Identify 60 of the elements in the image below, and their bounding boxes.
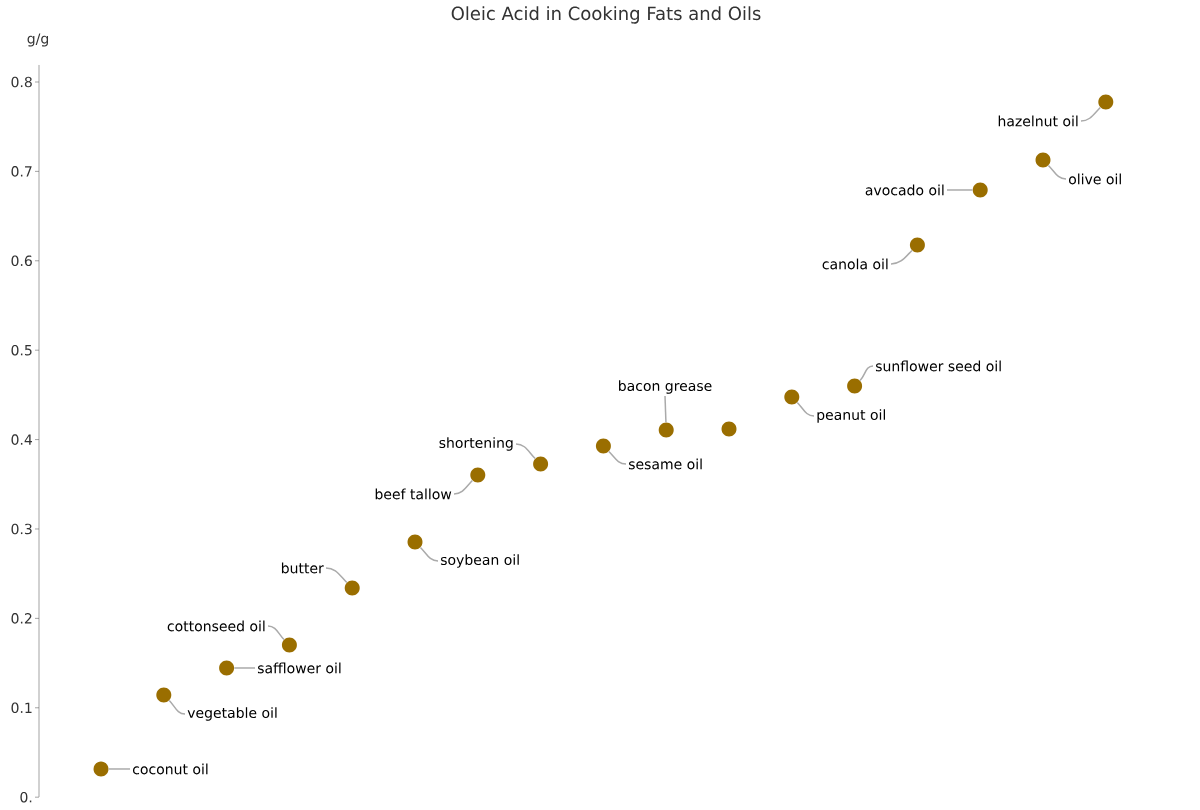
leader-line bbox=[859, 365, 874, 382]
point-label: avocado oil bbox=[865, 184, 944, 196]
data-point bbox=[533, 456, 549, 472]
point-label: sunflower seed oil bbox=[875, 360, 1001, 372]
point-label: vegetable oil bbox=[187, 707, 277, 721]
point-label: beef tallow bbox=[375, 488, 452, 500]
data-point bbox=[156, 687, 172, 703]
leader-line bbox=[946, 189, 974, 191]
data-point bbox=[1098, 94, 1114, 110]
point-label: hazelnut oil bbox=[998, 115, 1078, 127]
point-label: safflower oil bbox=[257, 662, 341, 674]
leader-line bbox=[419, 546, 439, 562]
tick-label: 0. bbox=[20, 791, 32, 803]
leader-line bbox=[664, 395, 667, 424]
leader-line bbox=[233, 667, 256, 669]
point-label: butter bbox=[281, 562, 324, 574]
data-point bbox=[281, 637, 297, 653]
tick-label: 0.6 bbox=[11, 255, 32, 267]
point-label: sesame oil bbox=[628, 458, 702, 470]
data-point bbox=[344, 580, 360, 596]
leader-line bbox=[608, 450, 627, 465]
data-point bbox=[909, 237, 925, 253]
tick-label: 0.4 bbox=[11, 434, 32, 445]
data-point bbox=[847, 378, 863, 394]
data-point bbox=[93, 761, 109, 777]
point-label: olive oil bbox=[1068, 173, 1121, 185]
leader-line bbox=[796, 401, 815, 417]
leader-line bbox=[1047, 164, 1067, 180]
axis-label: g/g bbox=[27, 33, 48, 47]
point-label: cottonseed oil bbox=[167, 620, 265, 632]
data-point bbox=[721, 421, 737, 437]
point-label: canola oil bbox=[822, 258, 888, 270]
tick-label: 0.5 bbox=[11, 344, 32, 356]
data-point bbox=[595, 438, 611, 454]
tick-label: 0.1 bbox=[11, 702, 32, 714]
leader-line bbox=[453, 479, 474, 495]
point-label: shortening bbox=[439, 437, 513, 451]
tick-label: 0.2 bbox=[11, 613, 32, 624]
tick-label: 0.7 bbox=[11, 166, 32, 177]
data-point bbox=[658, 422, 674, 438]
point-label: coconut oil bbox=[133, 763, 208, 775]
data-point bbox=[1035, 152, 1051, 168]
leader-line bbox=[267, 625, 285, 641]
tick-label: 0.8 bbox=[11, 76, 32, 88]
leader-line bbox=[107, 768, 131, 770]
point-label: bacon grease bbox=[619, 380, 712, 394]
tick-label: 0.3 bbox=[11, 523, 32, 535]
data-point bbox=[470, 467, 486, 483]
leader-line bbox=[325, 567, 348, 584]
data-point bbox=[219, 660, 235, 676]
data-point bbox=[784, 389, 800, 405]
chart-title: Oleic Acid in Cooking Fats and Oils bbox=[451, 6, 761, 24]
data-point bbox=[407, 534, 423, 550]
point-label: soybean oil bbox=[440, 554, 519, 568]
leader-line bbox=[890, 249, 913, 265]
leader-line bbox=[1080, 106, 1102, 122]
data-point bbox=[972, 182, 988, 198]
point-label: peanut oil bbox=[817, 409, 885, 423]
leader-line bbox=[168, 699, 186, 715]
leader-line bbox=[515, 443, 536, 460]
